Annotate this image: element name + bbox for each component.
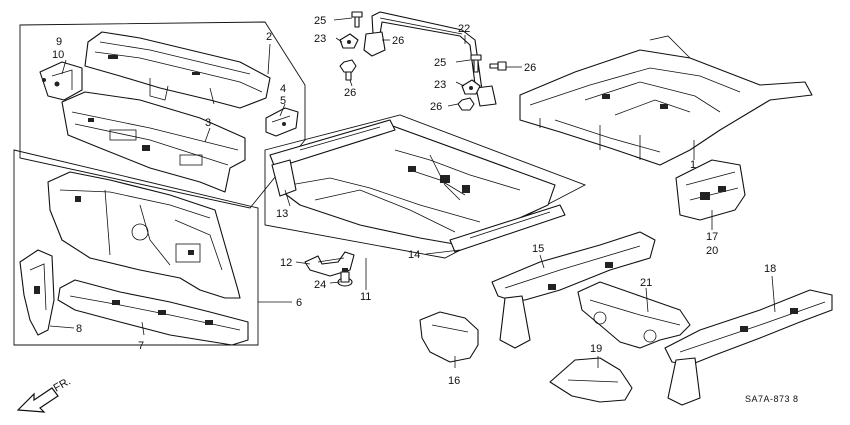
callout-18: 18 <box>764 263 776 275</box>
left-bracket-part <box>39 61 83 101</box>
callout-1: 1 <box>690 159 696 171</box>
callout-6: 6 <box>296 297 302 309</box>
callout-24: 24 <box>314 279 326 291</box>
callout-19: 19 <box>590 343 602 355</box>
callout-25-upper: 25 <box>314 15 326 27</box>
callout-20: 20 <box>706 245 718 257</box>
right-floor-rail-part <box>449 204 566 253</box>
callout-13: 13 <box>276 208 288 220</box>
callout-22: 22 <box>458 23 470 35</box>
rear-frame-rail-part <box>664 289 833 406</box>
clip-23-lower <box>461 79 481 95</box>
callout-26-a: 26 <box>392 35 404 47</box>
left-floor-rail-part <box>269 119 396 197</box>
lower-support-bracket-part <box>549 357 633 403</box>
bolt-26-c <box>489 61 507 71</box>
callout-1-2: 2 <box>266 31 272 43</box>
callout-4: 4 <box>280 83 286 95</box>
callout-26-b: 26 <box>344 87 356 99</box>
callout-7: 7 <box>138 340 144 352</box>
callout-21: 21 <box>640 277 652 289</box>
bolt-25-lower <box>470 54 482 73</box>
center-cross-member-part <box>577 281 691 349</box>
grommet-part <box>337 268 353 287</box>
rear-bracket-part <box>675 159 746 221</box>
callout-14: 14 <box>408 249 420 261</box>
callout-8: 8 <box>76 323 82 335</box>
front-direction-arrow: FR. <box>16 375 73 413</box>
leader-lines <box>49 17 776 368</box>
front-support-part <box>419 311 479 363</box>
callout-17: 17 <box>706 231 718 243</box>
cowl-top-part <box>84 31 271 109</box>
callout-10: 10 <box>52 49 64 61</box>
crossbar-part <box>363 11 497 107</box>
diagram-code: SA7A-873 8 <box>745 394 799 404</box>
frame-dashboard-group <box>13 149 259 346</box>
callout-5: 5 <box>280 95 286 107</box>
callout-12: 12 <box>280 257 292 269</box>
callout-25-lower: 25 <box>434 57 446 69</box>
front-frame-rail-part <box>491 231 656 349</box>
callout-3: 3 <box>205 117 211 129</box>
callout-9: 9 <box>56 36 62 48</box>
callout-23-lower: 23 <box>434 79 446 91</box>
callout-15: 15 <box>532 243 544 255</box>
bolt-25-upper <box>351 11 363 28</box>
dashboard-lower-part <box>47 171 241 299</box>
dashboard-side-bracket-part <box>19 249 55 336</box>
direction-label: FR. <box>52 375 73 394</box>
callout-26-d: 26 <box>430 101 442 113</box>
clip-23-upper <box>339 33 359 49</box>
callout-23-upper: 23 <box>314 33 326 45</box>
lower-cross-member-part <box>57 279 249 346</box>
callout-26-c: 26 <box>524 62 536 74</box>
nut-26-b <box>457 97 475 111</box>
cowl-panel-part <box>61 91 246 193</box>
callout-11: 11 <box>360 291 371 303</box>
rear-floor-part <box>519 35 813 166</box>
nut-26-a <box>339 59 357 81</box>
front-floor-part <box>274 124 556 246</box>
floor-clip-part <box>304 251 355 277</box>
cowl-side-bracket-part <box>265 107 299 137</box>
callout-16: 16 <box>448 375 460 387</box>
